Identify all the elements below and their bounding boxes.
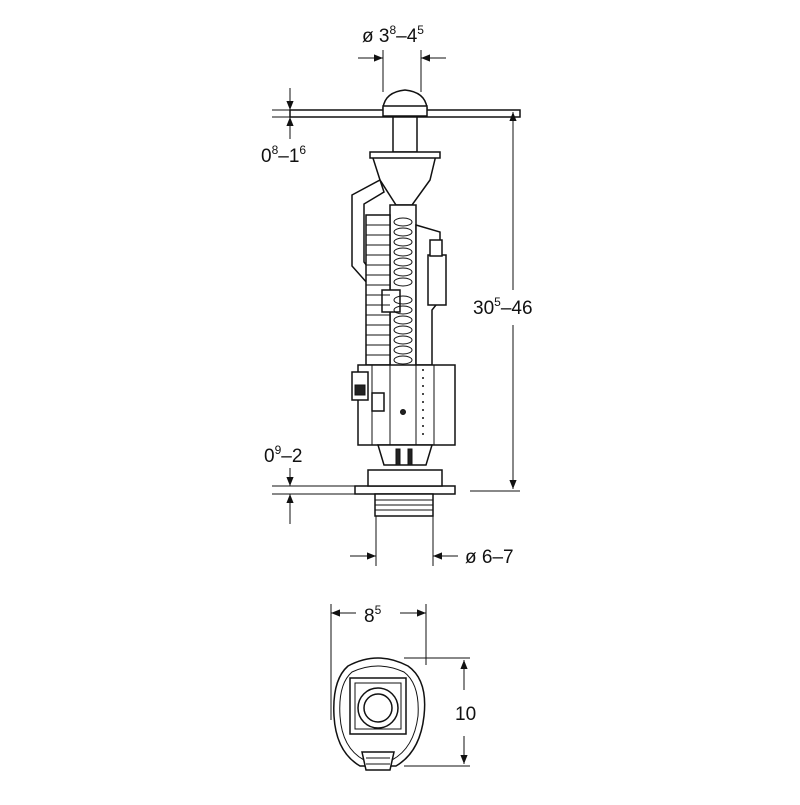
bottom-neck	[376, 444, 434, 466]
base-depth-label: 10	[455, 704, 476, 725]
fill-valve-side-view	[289, 89, 521, 517]
slider-block	[381, 289, 401, 313]
dimension-lines	[272, 50, 520, 566]
plan-bottom-lug	[361, 751, 395, 771]
height-label: 305–46	[473, 295, 533, 319]
plan-inner-ring	[363, 693, 393, 723]
top-diameter-label: ø 38–45	[362, 23, 424, 47]
left-lever-bracket	[351, 178, 385, 286]
bottom-plate	[354, 485, 456, 495]
top-gap-label: 08–16	[261, 143, 306, 167]
dotted-indicator	[422, 369, 424, 435]
seal-ring	[367, 469, 443, 487]
dimension-labels: ø 38–45 08–16 305–46 09–2 ø 6–7 85 10	[261, 23, 533, 725]
top-shaft	[392, 116, 418, 153]
central-spring	[393, 217, 413, 365]
float-box	[427, 254, 447, 306]
left-housing-ribs	[366, 224, 390, 356]
bottom-gap-label: 09–2	[264, 443, 302, 467]
top-knob	[382, 89, 428, 109]
upper-funnel	[370, 154, 437, 206]
bottom-diameter-label: ø 6–7	[465, 547, 514, 568]
bottom-plan-view	[330, 604, 470, 771]
base-width-label: 85	[364, 603, 382, 627]
